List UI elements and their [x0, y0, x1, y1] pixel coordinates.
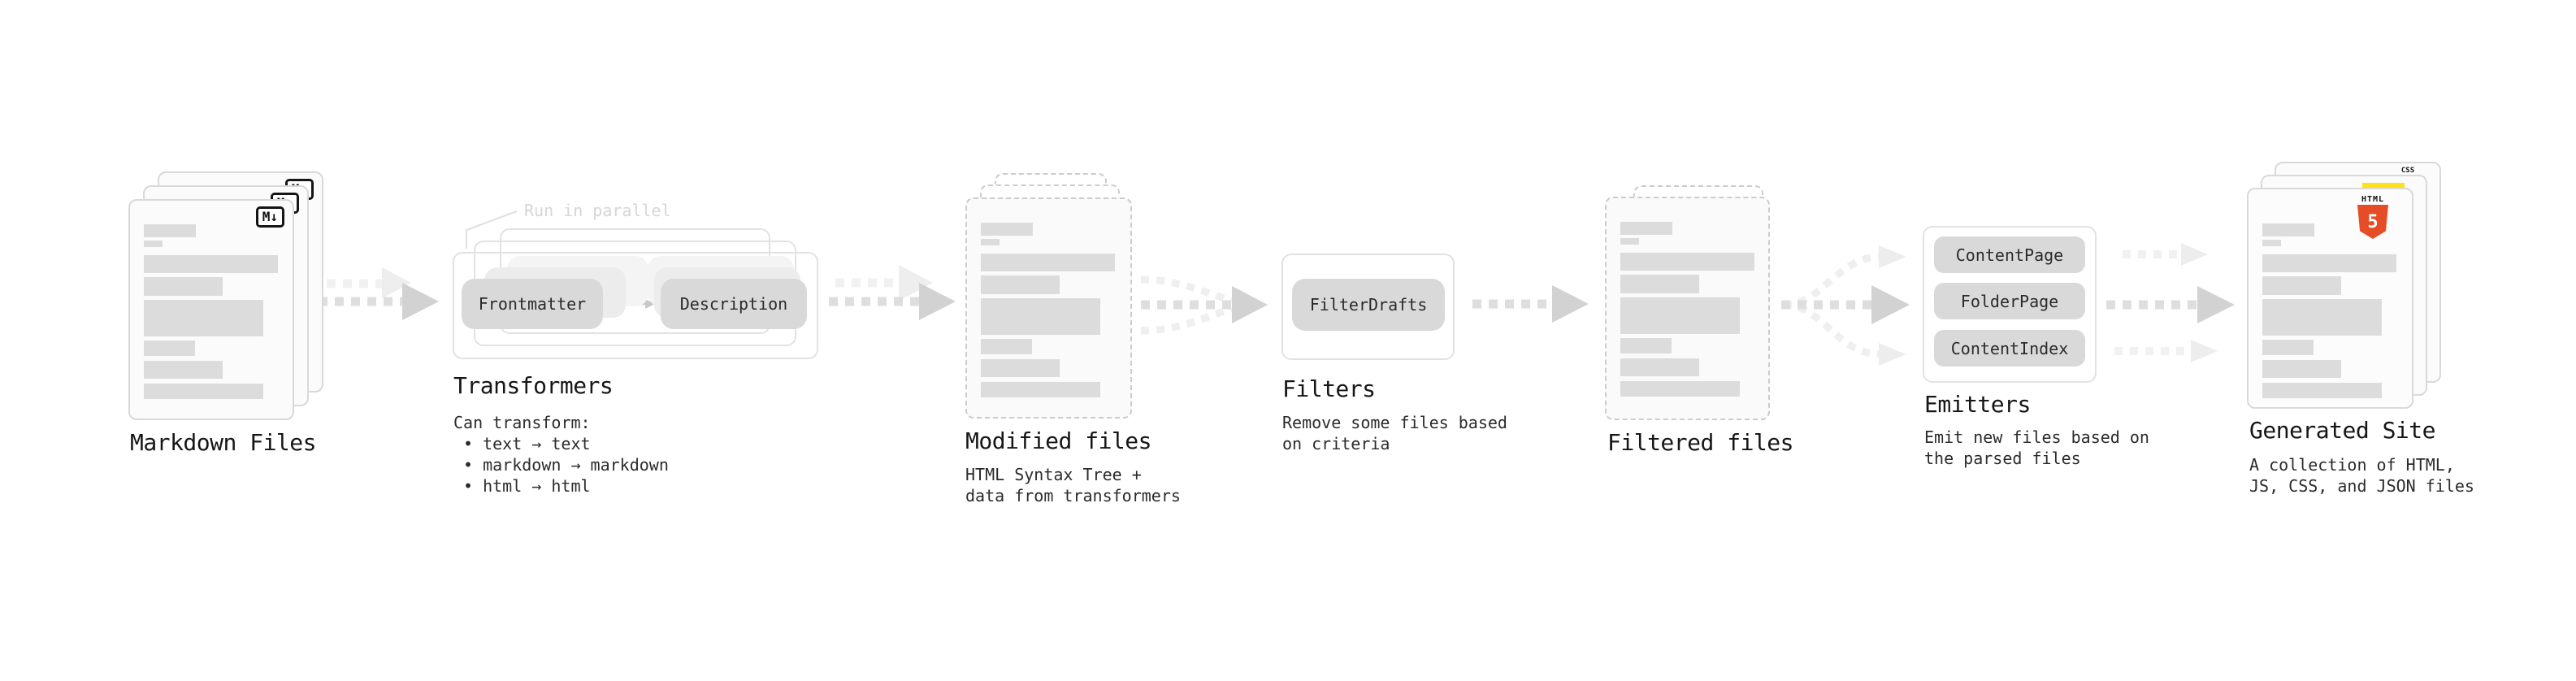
- desc-line: Remove some files based: [1282, 413, 1507, 432]
- html5-icon: HTML 5: [2355, 196, 2391, 239]
- arrow-filtered-to-emitters: [1781, 245, 1910, 366]
- doc-content-placeholder: [981, 223, 1115, 397]
- desc-line: on criteria: [1282, 434, 1390, 453]
- site-doc-html: HTML 5: [2247, 188, 2413, 409]
- doc-content-placeholder: [1620, 222, 1754, 397]
- desc-line: the parsed files: [1924, 449, 2081, 468]
- stage-title-emitters: Emitters: [1924, 391, 2031, 418]
- arrow-modified-to-filters: [1140, 275, 1268, 335]
- filter-pill-filterdrafts: FilterDrafts: [1292, 279, 1445, 331]
- markdown-doc-front: M↓: [128, 199, 294, 420]
- filtered-doc-front: [1605, 197, 1770, 420]
- desc-line: A collection of HTML,: [2249, 455, 2455, 475]
- transformer-pill-frontmatter: Frontmatter: [462, 279, 603, 329]
- filters-description: Remove some files based on criteria: [1282, 412, 1507, 454]
- generated-site-description: A collection of HTML, JS, CSS, and JSON …: [2249, 454, 2474, 497]
- desc-line: data from transformers: [965, 486, 1181, 505]
- emitters-description: Emit new files based on the parsed files: [1924, 427, 2149, 469]
- desc-bullet: • text → text: [463, 434, 591, 453]
- stage-title-markdown-files: Markdown Files: [130, 429, 317, 456]
- desc-line: HTML Syntax Tree +: [965, 465, 1142, 484]
- desc-line: JS, CSS, and JSON files: [2249, 476, 2474, 496]
- run-in-parallel-note: Run in parallel: [524, 201, 671, 220]
- transformers-description: Can transform: • text → text • markdown …: [453, 412, 669, 497]
- transformer-box-front: [453, 252, 818, 359]
- emitter-pill-contentindex: ContentIndex: [1934, 330, 2085, 367]
- emitter-pill-contentpage: ContentPage: [1934, 236, 2085, 273]
- desc-bullet: • markdown → markdown: [463, 455, 669, 475]
- stage-title-transformers: Transformers: [453, 372, 614, 399]
- doc-content-placeholder: [2262, 223, 2396, 398]
- desc-line: Emit new files based on: [1924, 427, 2149, 447]
- stage-title-modified-files: Modified files: [965, 427, 1152, 454]
- stage-title-generated-site: Generated Site: [2249, 417, 2436, 444]
- html5-icon-label: HTML: [2361, 195, 2385, 204]
- emitter-pill-folderpage: FolderPage: [1934, 283, 2085, 319]
- desc-bullet: • html → html: [463, 476, 591, 496]
- markdown-icon: M↓: [255, 206, 284, 228]
- desc-line: Can transform:: [453, 413, 591, 432]
- modified-files-description: HTML Syntax Tree + data from transformer…: [965, 464, 1181, 506]
- doc-content-placeholder: [144, 224, 278, 399]
- transformer-pill-description: Description: [661, 279, 807, 329]
- css-icon-label: CSS: [2400, 167, 2415, 175]
- stage-title-filters: Filters: [1282, 375, 1376, 402]
- stage-title-filtered-files: Filtered files: [1607, 429, 1794, 456]
- arrow-emitters-to-site: [2106, 243, 2235, 362]
- modified-doc-front: [965, 197, 1132, 419]
- html5-icon-number: 5: [2367, 211, 2379, 232]
- arrow-transformers-to-modified: [829, 265, 956, 320]
- arrow-filters-to-filtered: [1472, 285, 1589, 323]
